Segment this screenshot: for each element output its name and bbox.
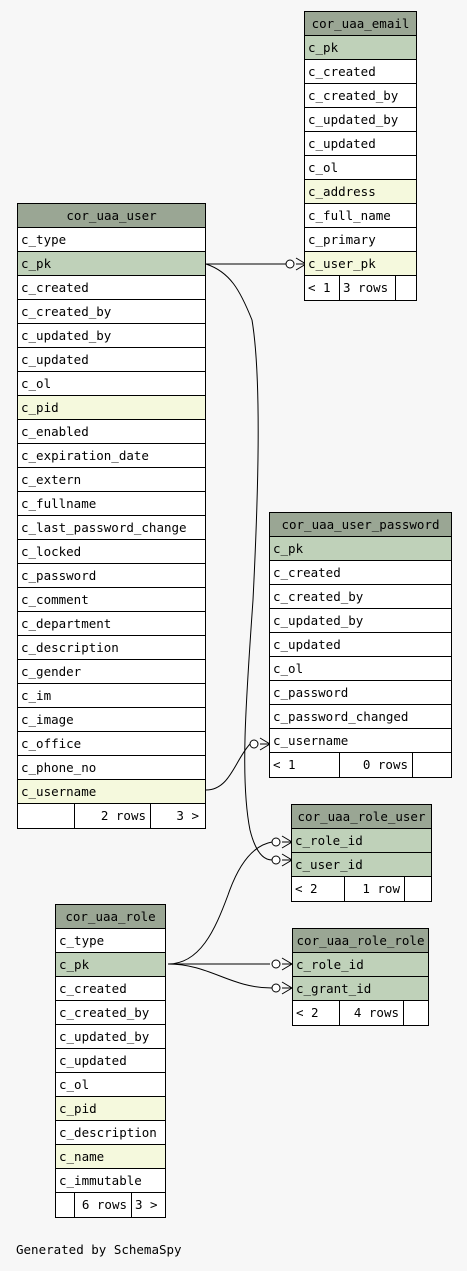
column-row[interactable]: c_password: [270, 681, 451, 705]
table-title[interactable]: cor_uaa_role: [56, 905, 165, 929]
column-row[interactable]: c_pk: [305, 36, 416, 60]
column-row[interactable]: c_created_by: [56, 1001, 165, 1025]
column-row[interactable]: c_user_id: [292, 853, 431, 877]
table-title[interactable]: cor_uaa_role_role: [293, 929, 428, 953]
column-row[interactable]: c_pk: [18, 252, 205, 276]
children-count[interactable]: [396, 276, 416, 300]
row-count: 1 row: [345, 877, 405, 901]
column-row[interactable]: c_description: [18, 636, 205, 660]
column-row[interactable]: c_extern: [18, 468, 205, 492]
column-row[interactable]: c_name: [56, 1145, 165, 1169]
column-row[interactable]: c_full_name: [305, 204, 416, 228]
column-row[interactable]: c_type: [18, 228, 205, 252]
row-count: 4 rows: [340, 1001, 404, 1025]
column-row[interactable]: c_phone_no: [18, 756, 205, 780]
children-count: [405, 877, 431, 901]
column-row[interactable]: c_pid: [56, 1097, 165, 1121]
children-count: [404, 1001, 428, 1025]
column-row[interactable]: c_created: [270, 561, 451, 585]
table-cor-uaa-user-password[interactable]: cor_uaa_user_password c_pk c_created c_c…: [269, 512, 452, 778]
row-count: 6 rows: [75, 1193, 132, 1217]
table-footer: < 2 1 row: [292, 877, 431, 901]
column-row[interactable]: c_enabled: [18, 420, 205, 444]
column-row[interactable]: c_gender: [18, 660, 205, 684]
column-row[interactable]: c_created_by: [270, 585, 451, 609]
column-row[interactable]: c_created_by: [305, 84, 416, 108]
column-row[interactable]: c_role_id: [293, 953, 428, 977]
column-row[interactable]: c_pid: [18, 396, 205, 420]
link-role-roleuser: [167, 841, 273, 965]
parents-count[interactable]: < 2: [292, 877, 345, 901]
column-row[interactable]: c_username: [270, 729, 451, 753]
column-row[interactable]: c_image: [18, 708, 205, 732]
table-title[interactable]: cor_uaa_user: [18, 204, 205, 228]
table-cor-uaa-role-user[interactable]: cor_uaa_role_user c_role_id c_user_id < …: [291, 804, 432, 902]
column-row[interactable]: c_password: [18, 564, 205, 588]
column-row[interactable]: c_updated_by: [18, 324, 205, 348]
column-row[interactable]: c_ol: [18, 372, 205, 396]
column-row[interactable]: c_locked: [18, 540, 205, 564]
column-row[interactable]: c_grant_id: [293, 977, 428, 1001]
table-title[interactable]: cor_uaa_email: [305, 12, 416, 36]
table-cor-uaa-role[interactable]: cor_uaa_role c_type c_pk c_created c_cre…: [55, 904, 166, 1218]
column-row[interactable]: c_created_by: [18, 300, 205, 324]
table-cor-uaa-role-role[interactable]: cor_uaa_role_role c_role_id c_grant_id <…: [292, 928, 429, 1026]
column-row[interactable]: c_address: [305, 180, 416, 204]
column-row[interactable]: c_ol: [56, 1073, 165, 1097]
column-row[interactable]: c_department: [18, 612, 205, 636]
column-row[interactable]: c_password_changed: [270, 705, 451, 729]
column-row[interactable]: c_created: [305, 60, 416, 84]
column-row[interactable]: c_expiration_date: [18, 444, 205, 468]
column-row[interactable]: c_user_pk: [305, 252, 416, 276]
column-row[interactable]: c_primary: [305, 228, 416, 252]
row-count: 2 rows: [75, 804, 151, 828]
column-row[interactable]: c_created: [18, 276, 205, 300]
parents-count[interactable]: < 2: [293, 1001, 340, 1025]
table-footer: < 1 0 rows: [270, 753, 451, 777]
column-row[interactable]: c_pk: [270, 537, 451, 561]
table-footer: < 1 3 rows: [305, 276, 416, 300]
column-row[interactable]: c_office: [18, 732, 205, 756]
column-row[interactable]: c_username: [18, 780, 205, 804]
column-row[interactable]: c_pk: [56, 953, 165, 977]
children-count[interactable]: 3 >: [135, 1197, 158, 1212]
column-row[interactable]: c_updated: [56, 1049, 165, 1073]
row-count: 0 rows: [340, 753, 413, 777]
column-row[interactable]: c_comment: [18, 588, 205, 612]
table-footer: 2 rows 3 >: [18, 804, 205, 828]
parents-count[interactable]: < 1: [270, 753, 340, 777]
column-row[interactable]: c_immutable: [56, 1169, 165, 1193]
table-footer: 6 rows 3 >: [56, 1193, 165, 1217]
column-row[interactable]: c_created: [56, 977, 165, 1001]
column-row[interactable]: c_updated: [305, 132, 416, 156]
column-row[interactable]: c_role_id: [292, 829, 431, 853]
column-row[interactable]: c_updated: [18, 348, 205, 372]
column-row[interactable]: c_im: [18, 684, 205, 708]
column-row[interactable]: c_ol: [270, 657, 451, 681]
generator-credit: Generated by SchemaSpy: [16, 1242, 182, 1257]
column-row[interactable]: c_updated_by: [305, 108, 416, 132]
link-role-rolerole-2: [167, 963, 273, 989]
table-footer: < 2 4 rows: [293, 1001, 428, 1025]
children-count: [413, 753, 451, 777]
column-row[interactable]: c_updated: [270, 633, 451, 657]
link-user-password: [205, 743, 251, 791]
row-count: 3 rows: [340, 276, 396, 300]
link-user-roleuser: [205, 263, 273, 861]
table-title[interactable]: cor_uaa_role_user: [292, 805, 431, 829]
parents-count: [56, 1193, 75, 1217]
table-cor-uaa-email[interactable]: cor_uaa_email c_pk c_created c_created_b…: [304, 11, 417, 301]
column-row[interactable]: c_type: [56, 929, 165, 953]
column-row[interactable]: c_updated_by: [270, 609, 451, 633]
parents-count[interactable]: < 1: [305, 276, 340, 300]
column-row[interactable]: c_last_password_change: [18, 516, 205, 540]
parents-count: [18, 804, 75, 828]
children-count[interactable]: 3 >: [176, 808, 199, 823]
column-row[interactable]: c_ol: [305, 156, 416, 180]
table-title[interactable]: cor_uaa_user_password: [270, 513, 451, 537]
table-cor-uaa-user[interactable]: cor_uaa_user c_type c_pk c_created c_cre…: [17, 203, 206, 829]
column-row[interactable]: c_description: [56, 1121, 165, 1145]
column-row[interactable]: c_fullname: [18, 492, 205, 516]
column-row[interactable]: c_updated_by: [56, 1025, 165, 1049]
